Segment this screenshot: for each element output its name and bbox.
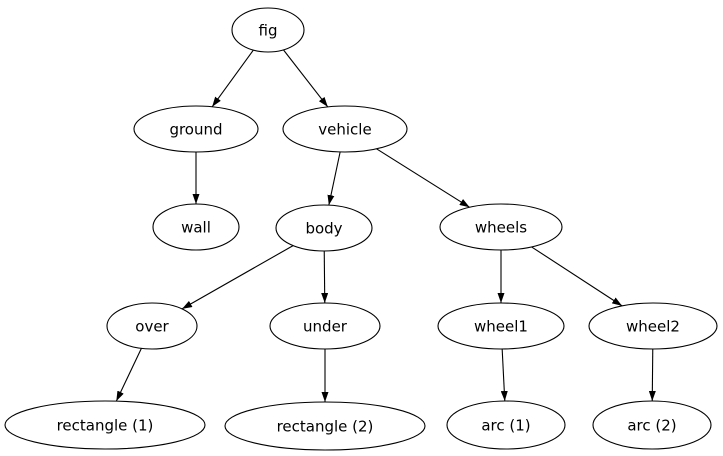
node-wheel1: wheel1 xyxy=(437,302,565,350)
edge-fig-to-ground xyxy=(211,49,254,108)
node-label-vehicle: vehicle xyxy=(318,120,371,138)
node-label-fig: fig xyxy=(259,21,278,39)
edge-vehicle-to-wheels xyxy=(376,148,470,208)
node-label-over: over xyxy=(135,317,169,335)
node-ellipse-fig xyxy=(231,7,305,53)
node-ellipse-body xyxy=(275,204,373,252)
edge-vehicle-to-body xyxy=(327,151,341,206)
node-label-wheels: wheels xyxy=(475,218,527,236)
node-over: over xyxy=(106,302,198,350)
edge-wheel2-to-arc2 xyxy=(648,348,656,402)
node-rect2: rectangle (2) xyxy=(224,401,426,451)
node-arc2: arc (2) xyxy=(592,400,712,450)
edge-over-to-rect1 xyxy=(115,348,142,402)
node-ellipse-over xyxy=(106,302,198,350)
node-arc1: arc (1) xyxy=(446,400,566,450)
node-ground: ground xyxy=(133,105,259,153)
edge-wheels-to-wheel2 xyxy=(531,246,623,307)
node-ellipse-wheel1 xyxy=(437,302,565,350)
node-ellipse-wheel2 xyxy=(588,302,718,350)
node-wheel2: wheel2 xyxy=(588,302,718,350)
node-ellipse-arc2 xyxy=(592,400,712,450)
node-label-wall: wall xyxy=(181,218,211,236)
node-label-arc1: arc (1) xyxy=(481,416,530,434)
node-ellipse-wall xyxy=(152,203,240,251)
edge-fig-to-vehicle xyxy=(283,49,329,108)
node-rect1: rectangle (1) xyxy=(4,400,206,450)
node-label-body: body xyxy=(305,219,342,237)
node-label-ground: ground xyxy=(169,120,222,138)
node-wheels: wheels xyxy=(439,203,563,251)
node-label-rect1: rectangle (1) xyxy=(57,416,154,434)
node-ellipse-under xyxy=(269,302,381,350)
node-wall: wall xyxy=(152,203,240,251)
edge-body-to-under xyxy=(321,250,329,304)
node-ellipse-rect1 xyxy=(4,400,206,450)
node-under: under xyxy=(269,302,381,350)
node-label-wheel1: wheel1 xyxy=(474,317,528,335)
node-body: body xyxy=(275,204,373,252)
node-label-wheel2: wheel2 xyxy=(626,317,680,335)
node-ellipse-ground xyxy=(133,105,259,153)
node-fig: fig xyxy=(231,7,305,53)
node-ellipse-wheels xyxy=(439,203,563,251)
node-label-rect2: rectangle (2) xyxy=(277,417,374,435)
node-ellipse-vehicle xyxy=(282,105,408,153)
node-label-under: under xyxy=(303,317,348,335)
node-ellipse-arc1 xyxy=(446,400,566,450)
node-ellipse-rect2 xyxy=(224,401,426,451)
node-label-arc2: arc (2) xyxy=(627,416,676,434)
edge-wheel1-to-arc1 xyxy=(500,348,508,402)
node-vehicle: vehicle xyxy=(282,105,408,153)
edge-body-to-over xyxy=(181,245,294,310)
